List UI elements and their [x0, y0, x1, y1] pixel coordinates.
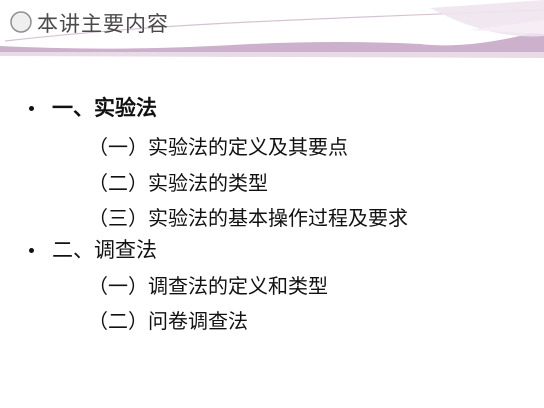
bullet-dot-icon	[29, 248, 34, 253]
section-heading-2: 二、调查法	[52, 238, 157, 262]
list-item: （二）问卷调查法	[88, 309, 248, 333]
header-decoration	[0, 0, 544, 58]
slide-title: 本讲主要内容	[37, 12, 169, 36]
list-item: （一）调查法的定义和类型	[88, 274, 328, 298]
list-item: （二）实验法的类型	[88, 171, 268, 195]
list-item: （一）实验法的定义及其要点	[88, 135, 348, 159]
list-item: （三）实验法的基本操作过程及要求	[88, 206, 408, 230]
slide-header: 本讲主要内容	[0, 0, 544, 60]
bullet-dot-icon	[29, 106, 34, 111]
circle-bullet-icon	[10, 11, 32, 33]
section-heading-1: 一、实验法	[52, 96, 157, 120]
